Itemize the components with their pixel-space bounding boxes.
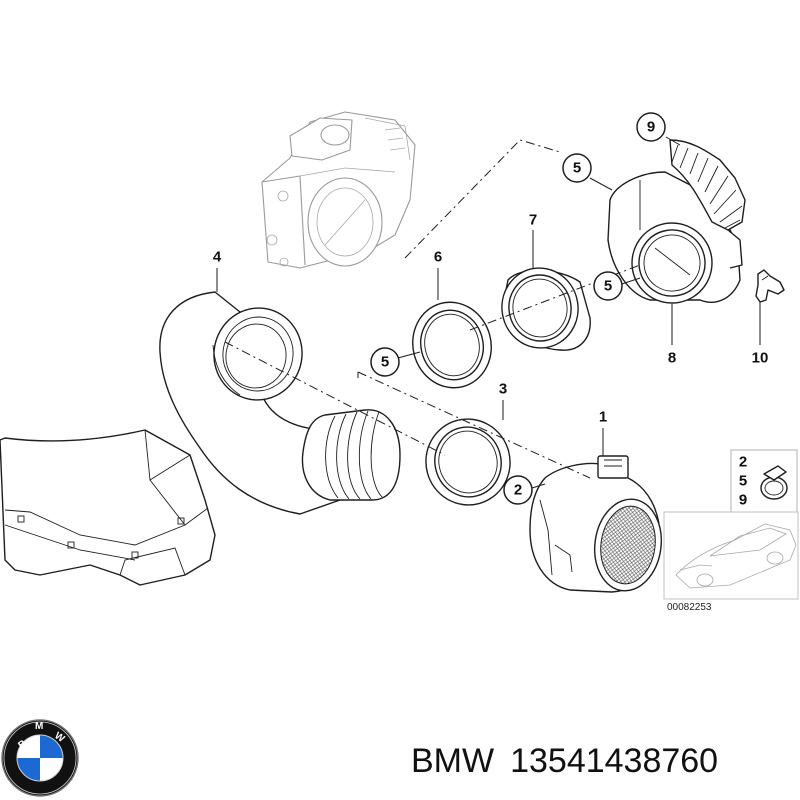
leader-lines (216, 136, 761, 489)
callout-1: 1 (599, 409, 607, 426)
intake-boot (159, 291, 401, 515)
box-number-5: 5 (739, 473, 747, 490)
box-number-2: 2 (739, 454, 747, 471)
air-filter-housing (0, 429, 216, 586)
throttle-body (261, 111, 416, 269)
brand-part-number: BMW 13541438760 (411, 736, 718, 786)
callout-5-top: 5 (573, 160, 581, 177)
box-number-9: 9 (739, 492, 747, 509)
air-mass-meter-1 (529, 455, 663, 593)
callout-5-left: 5 (381, 354, 389, 371)
callout-10: 10 (752, 350, 769, 367)
reference-code: 00082253 (667, 602, 712, 613)
air-mass-meter-8 (607, 139, 746, 304)
part-number: 13541438760 (510, 742, 719, 780)
connector-ring-7 (501, 267, 591, 351)
callout-8: 8 (668, 350, 676, 367)
check-valve-10 (755, 269, 785, 303)
circled-callouts: 9 5 5 5 2 (370, 112, 666, 505)
callout-7: 7 (529, 212, 537, 229)
callout-2: 2 (514, 482, 522, 499)
vehicle-reference-box: 00082253 (663, 511, 799, 613)
callout-3: 3 (499, 381, 507, 398)
callout-6: 6 (434, 249, 442, 266)
clamp-ring-3 (425, 418, 511, 506)
hose-clamp-box: 2 5 9 (730, 449, 798, 513)
svg-text:M: M (35, 721, 43, 732)
clamp-ring-6 (412, 301, 492, 389)
assembly-axis-lines (224, 139, 641, 479)
plain-callouts: 4 6 7 3 1 8 10 (213, 212, 769, 426)
callout-4: 4 (213, 249, 222, 266)
callout-9: 9 (647, 119, 655, 136)
bmw-logo: B M W (1, 719, 79, 797)
callout-5-right: 5 (604, 278, 612, 295)
brand-name: BMW (411, 742, 495, 780)
